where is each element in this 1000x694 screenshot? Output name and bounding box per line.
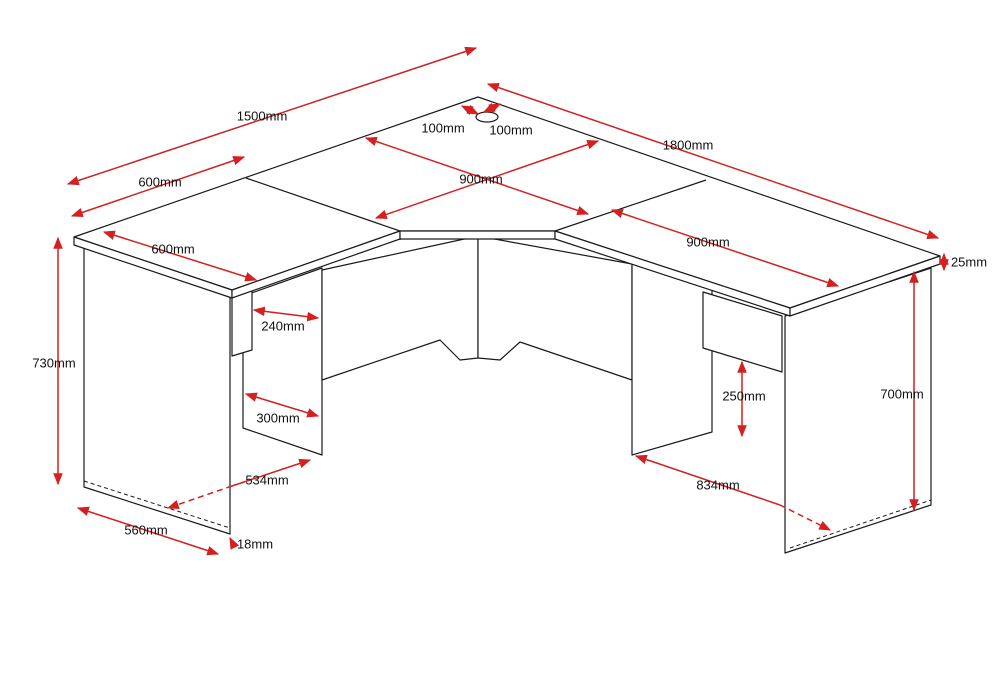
dim-left-depth-front: 600mm — [151, 241, 195, 257]
right-inner-panel — [631, 263, 783, 456]
dim-drawer-250: 250mm — [722, 388, 766, 404]
dim-left-depth-back: 600mm — [138, 174, 182, 190]
dim-right-inner-834: 834mm — [696, 477, 740, 493]
dim-top-thickness: 25mm — [950, 254, 988, 270]
cable-grommet — [475, 111, 499, 123]
modesty-panel — [321, 235, 633, 381]
dim-left-inner-534: 534mm — [245, 472, 289, 488]
left-inner-panel — [231, 267, 323, 456]
dim-panel-18: 18mm — [236, 536, 274, 552]
dim-grommet-a: 100mm — [421, 120, 465, 136]
dim-leg-depth-560: 560mm — [124, 522, 168, 538]
dim-drawer-240: 240mm — [261, 318, 305, 334]
dim-height-total: 730mm — [32, 355, 76, 371]
dim-right-900: 900mm — [686, 234, 730, 250]
dim-height-700: 700mm — [880, 386, 924, 402]
dim-grommet-b: 100mm — [489, 122, 533, 138]
dim-overall-left: 1500mm — [236, 108, 288, 124]
dim-overall-right: 1800mm — [662, 137, 714, 153]
dim-recess-300: 300mm — [256, 410, 300, 426]
dimension-arrows — [53, 46, 949, 556]
dim-center-900: 900mm — [459, 171, 503, 187]
